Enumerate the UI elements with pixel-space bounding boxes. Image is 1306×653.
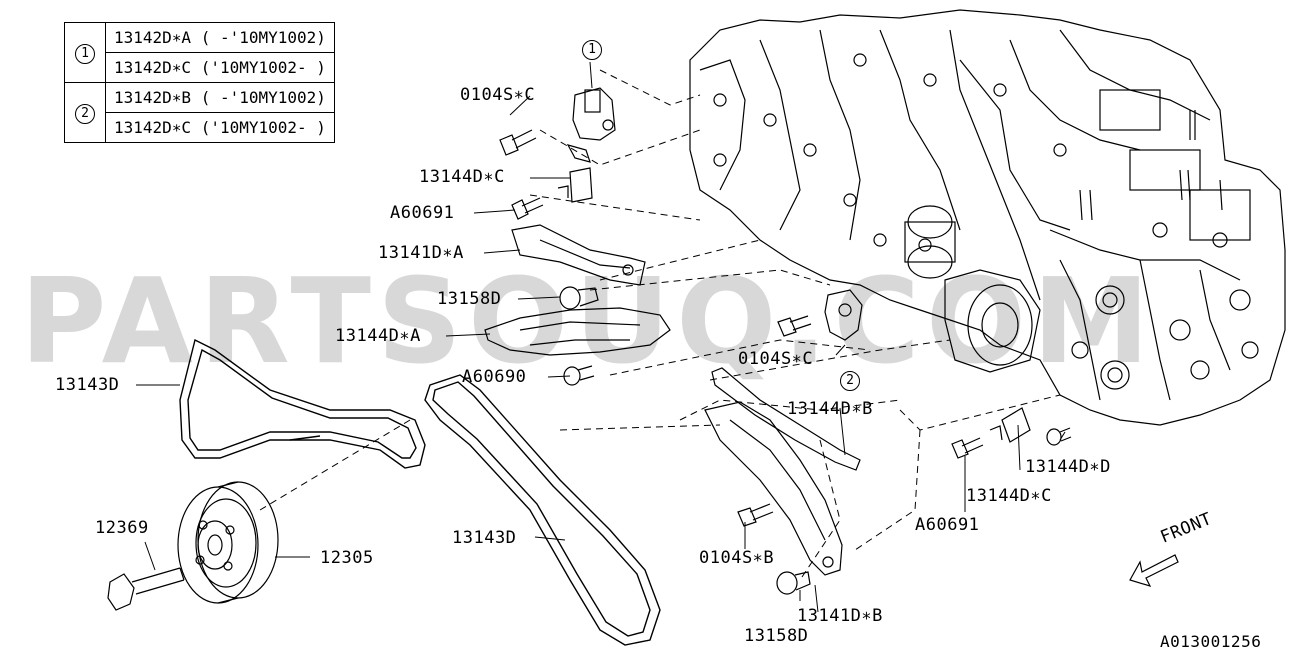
bolt-a60691-top [511,197,544,220]
part-label-13158d-bottom[interactable]: 13158D [744,626,809,646]
bolt-a60690 [563,365,595,386]
callout-marker-1[interactable]: 1 [582,40,602,60]
front-arrow [1129,554,1179,587]
part-label-13144d-b[interactable]: 13144D∗B [787,399,873,419]
bolt-0104s-b [737,503,774,527]
part-label-12305[interactable]: 12305 [320,548,374,568]
callout-marker-2[interactable]: 2 [840,371,860,391]
guide-13144d-a [484,307,671,356]
variant-legend-table: 1 13142D∗A ( -'10MY1002) 13142D∗C ('10MY… [64,22,335,143]
part-label-13144d-c[interactable]: 13144D∗C [419,167,505,187]
circle-marker: 2 [75,103,95,124]
part-label-0104s-c-mid[interactable]: 0104S∗C [738,349,814,369]
part-label-13143d-right[interactable]: 13143D [452,528,517,548]
legend-part-number[interactable]: 13142D∗C ('10MY1002- ) [105,52,335,83]
legend-part-number[interactable]: 13142D∗A ( -'10MY1002) [105,22,335,53]
crank-pulley [177,481,279,604]
tensioner-2 [824,289,863,341]
legend-marker-2: 2 [64,82,106,143]
guide-small-right [989,407,1031,443]
diagram-code: A013001256 [1160,632,1262,651]
legend-part-number[interactable]: 13142D∗C ('10MY1002- ) [105,112,335,143]
part-label-13158d[interactable]: 13158D [437,289,502,309]
legend-row: 13142D∗C ('10MY1002- ) [65,52,335,83]
bolt-12369 [107,567,185,611]
part-label-a60690[interactable]: A60690 [462,367,527,387]
tensioner-1 [566,87,616,163]
part-label-13143d-left[interactable]: 13143D [55,375,120,395]
circle-marker: 1 [75,43,95,64]
idler-top [559,286,599,310]
bolt-13144d-d [1046,427,1072,446]
legend-row: 1 13142D∗A ( -'10MY1002) [64,22,335,83]
part-label-0104s-c[interactable]: 0104S∗C [460,85,536,105]
bolt-top [499,129,537,156]
engine-block [689,9,1286,426]
part-label-13141d-b[interactable]: 13141D∗B [797,606,883,626]
bolt-mid [777,315,812,337]
part-label-12369[interactable]: 12369 [95,518,149,538]
dashed-leader-lines [259,69,1061,581]
legend-row: 13142D∗C ('10MY1002- ) [65,112,335,143]
part-label-a60691-right[interactable]: A60691 [915,515,980,535]
part-label-13144d-c-right[interactable]: 13144D∗C [966,486,1052,506]
timing-belt-left [179,338,426,469]
part-label-13144d-a[interactable]: 13144D∗A [335,326,421,346]
guide-13141d-a [511,224,646,286]
idler-bottom [776,571,811,595]
legend-marker-1: 1 [64,22,106,83]
part-label-0104s-b[interactable]: 0104S∗B [699,548,775,568]
part-label-a60691[interactable]: A60691 [390,203,455,223]
guide-small-top [557,167,593,203]
part-label-13144d-d[interactable]: 13144D∗D [1025,457,1111,477]
legend-row: 2 13142D∗B ( -'10MY1002) [64,82,335,143]
legend-part-number[interactable]: 13142D∗B ( -'10MY1002) [105,82,335,113]
bolt-a60691-right [951,437,984,459]
guide-13144d-b [711,367,861,471]
solid-leader-lines [136,61,1066,613]
guide-13141d-b [704,401,843,576]
part-label-13141d-a[interactable]: 13141D∗A [378,243,464,263]
timing-belt-right [424,374,661,646]
